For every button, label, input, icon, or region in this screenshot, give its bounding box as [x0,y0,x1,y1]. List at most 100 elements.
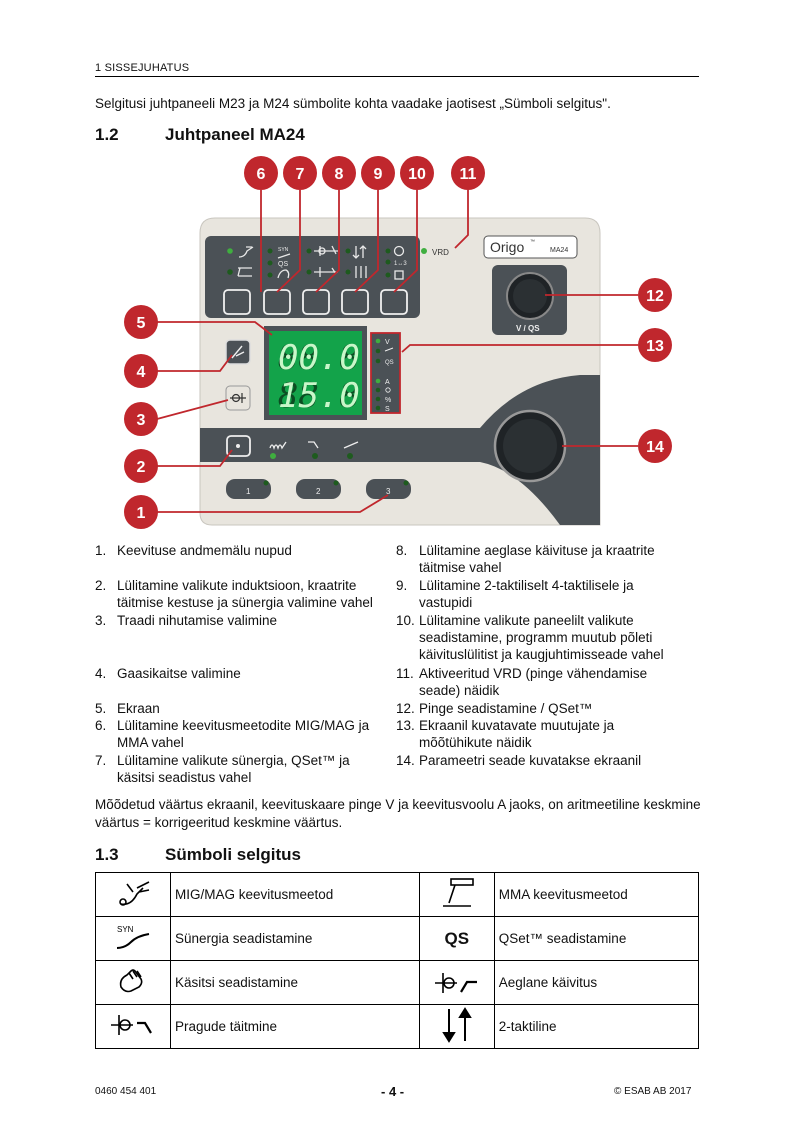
remote-icon [394,270,404,280]
crater-fill-icon [111,1015,152,1035]
callout-8: 8 [335,166,344,183]
symbol-label: 2-taktiline [493,1004,700,1049]
synergy-curve-icon [343,441,359,449]
table-row: Pragude täitmine 2-taktiline [95,1004,700,1049]
symbol-label: Käsitsi seadistamine [170,960,420,1005]
mode-button-8[interactable] [302,289,330,315]
memory-button-1[interactable] [226,479,271,499]
display-top-value: 00.0 [278,338,360,378]
manual-hand-icon [277,269,290,279]
legend-item: Parameetri seade kuvatakse ekraanil [419,753,642,768]
vrd-label: VRD [432,248,449,257]
legend-item: Lülitamine valikute induktsioon, kraatri… [117,578,373,610]
mig-mag-icon [119,881,150,906]
two-stroke-icon [441,1007,472,1043]
callout-13: 13 [646,338,664,355]
svg-text:™: ™ [530,239,535,245]
mode-button-10[interactable] [380,289,408,315]
callout-11: 11 [460,166,477,183]
intro-paragraph: Selgitusi juhtpaneeli M23 ja M24 sümboli… [95,96,611,111]
knob-label: V / QS [516,324,540,333]
two-stroke-icon [352,245,367,259]
mode-button-9[interactable] [341,289,369,315]
svg-text:2: 2 [316,487,321,496]
display-bottom-value: 15.0 [278,376,360,416]
callout-12: 12 [646,288,664,305]
mma-icon [237,267,252,277]
footer-doc-number: 0460 454 401 [95,1086,157,1097]
model-label: MA24 [550,247,568,254]
svg-text:S: S [385,406,390,413]
svg-text:3: 3 [386,487,391,496]
legend-item: Lülitamine keevitusmeetodite MIG/MAG ja … [117,718,370,750]
section-title: Sümboli selgitus [165,845,302,864]
display [269,331,362,415]
manual-hand-icon [119,969,143,993]
legend-item: Aktiveeritud VRD (pinge vähendamise sead… [419,666,648,698]
callout-3: 3 [137,412,146,429]
header-rule [95,76,699,77]
legend-item: Ekraanil kuvatavate muutujate ja mõõtühi… [419,718,615,750]
svg-text:QS: QS [385,360,394,366]
gas-button[interactable] [225,339,251,365]
symbol-table: MIG/MAG keevitusmeetod MMA keevitusmeeto… [95,872,700,1049]
callout-1: 1 [137,505,146,522]
svg-text:88.8: 88.8 [278,338,360,378]
legend-item: Ekraan [117,701,160,716]
qset-icon: QS [444,928,470,948]
symbol-label: Aeglane käivitus [493,960,700,1005]
symbol-label: MIG/MAG keevitusmeetod [170,872,420,917]
panel-swoosh [200,375,600,525]
legend-item: Keevituse andmemälu nupud [117,543,292,558]
svg-text:SYN: SYN [117,925,134,934]
svg-text:%: % [385,397,391,404]
legend-item: Lülitamine valikute paneelilt valikute s… [419,613,664,662]
inductance-icon [269,441,287,451]
section-number: 1.2 [95,125,119,144]
callout-10: 10 [408,166,426,183]
svg-text:V: V [385,339,390,346]
svg-text:1: 1 [246,487,251,496]
table-row: Käsitsi seadistamine Aeglane käivitus [95,960,700,1005]
callout-4: 4 [137,364,146,381]
synergy-icon: SYN [116,925,150,949]
section-number: 1.3 [95,845,119,864]
callout-7: 7 [296,166,305,183]
callout-2: 2 [137,459,146,476]
mode-button-7[interactable] [263,289,291,315]
memory-button-2[interactable] [296,479,341,499]
symbol-label: Pragude täitmine [170,1004,420,1049]
note-paragraph: Mõõdetud väärtus ekraanil, keevituskaare… [95,797,701,830]
brand-label: Origo [490,239,524,255]
mode-button-6[interactable] [223,289,251,315]
crater-time-icon [308,441,319,449]
legend-item: Traadi nihutamise valimine [117,613,278,628]
mig-mag-icon [238,246,254,258]
syn-label: SYN [278,247,289,253]
callout-6: 6 [257,166,266,183]
memory-button-3[interactable] [366,479,411,499]
four-stroke-icon [355,266,367,278]
legend-item: Gaasikaitse valimine [117,666,241,681]
legend-item: Lülitamine 2-taktiliselt 4-taktilisele j… [419,578,634,610]
running-header: 1 SISSEJUHATUS [95,62,190,74]
section-heading-1-2: 1.2 Juhtpaneel MA24 [95,125,305,145]
creep-start-icon [314,245,338,256]
symbol-label: Sünergia seadistamine [170,916,420,961]
callout-14: 14 [646,439,664,456]
legend-item: Lülitamine aeglase käivituse ja kraatrit… [419,543,655,575]
symbol-label: MMA keevitusmeetod [493,872,700,917]
footer-copyright: © ESAB AB 2017 [614,1086,692,1097]
section-title: Juhtpaneel MA24 [165,125,305,144]
callout-9: 9 [374,166,383,183]
gas-icon [231,345,245,359]
footer-page-number: - 4 - [381,1084,405,1099]
legend-item: Pinge seadistamine / QSet™ [419,701,593,716]
svg-text:A: A [385,379,390,386]
table-row: SYN Sünergia seadistamine QS QSet™ seadi… [95,916,700,961]
control-panel-figure: SYN QS 1↔3 VRD Origo ™ MA24 [124,156,672,529]
table-row: MIG/MAG keevitusmeetod MMA keevitusmeeto… [95,872,700,917]
section-heading-1-3: 1.3 Sümboli selgitus [95,845,301,865]
callout-5: 5 [137,315,146,332]
clock-icon [393,245,405,257]
